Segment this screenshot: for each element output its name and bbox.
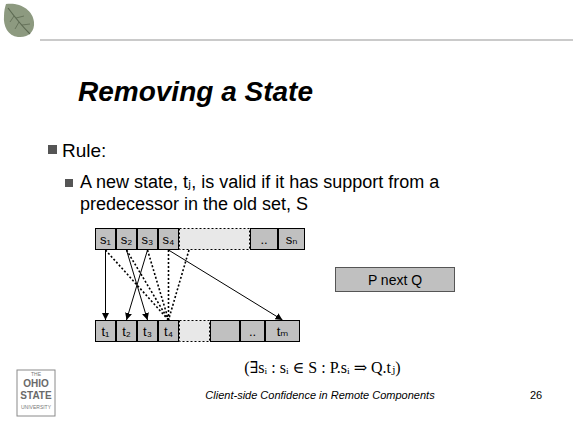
state-cell: s₁	[95, 228, 116, 250]
logo-text: THE	[17, 372, 55, 378]
transition-arrow	[127, 250, 148, 320]
cell-text: tₘ	[277, 324, 289, 339]
state-cell: s₃	[137, 228, 158, 250]
support-line	[127, 250, 169, 320]
cell-text: s₄	[163, 232, 175, 247]
support-line	[106, 250, 169, 320]
page-number: 26	[530, 389, 542, 402]
cell-text: t₂	[122, 324, 131, 339]
cell-text: s₁	[100, 232, 111, 247]
logo-text: OHIO	[17, 378, 55, 390]
state-cell: ..	[240, 320, 265, 342]
support-line	[148, 250, 169, 320]
transition-arrow	[105, 250, 106, 320]
cell-text: t₃	[143, 324, 152, 339]
state-cell: tₘ	[265, 320, 300, 342]
cell-text: t₄	[164, 324, 173, 339]
state-cell: s₂	[116, 228, 137, 250]
formula: (∃sᵢ : sᵢ ∈ S : P.sᵢ ⇒ Q.tⱼ)	[150, 359, 495, 377]
support-line	[169, 250, 190, 320]
state-cell: ..	[250, 228, 278, 250]
slide-title: Removing a State	[78, 76, 313, 108]
cell-text: P next Q	[368, 272, 422, 288]
leaf-icon	[4, 4, 34, 37]
logo-text: STATE	[17, 390, 55, 402]
operation-box: P next Q	[335, 267, 455, 292]
leaf-vein	[8, 8, 30, 34]
leaf-vein	[10, 16, 30, 29]
bullet-square	[48, 145, 57, 154]
dotted-cell	[180, 321, 210, 342]
state-cell: sₙ	[278, 228, 305, 250]
transition-arrow	[127, 250, 148, 320]
leaf-shape	[4, 4, 34, 37]
dotted-cell	[180, 229, 250, 250]
bullet-text: Rule:	[62, 140, 106, 162]
cell-text: s₂	[121, 232, 133, 247]
empty-cell	[211, 321, 240, 342]
logo-frame	[17, 370, 55, 416]
state-cell: s₄	[158, 228, 179, 250]
transition-arrow	[169, 250, 283, 320]
state-cell: t₁	[95, 320, 116, 342]
cell-text: t₁	[102, 324, 110, 339]
footer-text: Client-side Confidence in Remote Compone…	[170, 389, 470, 402]
title-rule	[40, 39, 573, 41]
cell-text: ..	[249, 324, 256, 339]
bullet-text: A new state, tⱼ, is valid if it has supp…	[80, 171, 510, 215]
state-cell: t₃	[137, 320, 158, 342]
state-cell: t₂	[116, 320, 137, 342]
cell-text: s₃	[142, 232, 154, 247]
logo-text: UNIVERSITY	[17, 405, 55, 411]
cell-text: sₙ	[286, 232, 298, 247]
support-line	[168, 250, 170, 320]
bullet-square	[65, 179, 73, 187]
cell-text: ..	[260, 232, 267, 247]
state-cell: t₄	[158, 320, 179, 342]
